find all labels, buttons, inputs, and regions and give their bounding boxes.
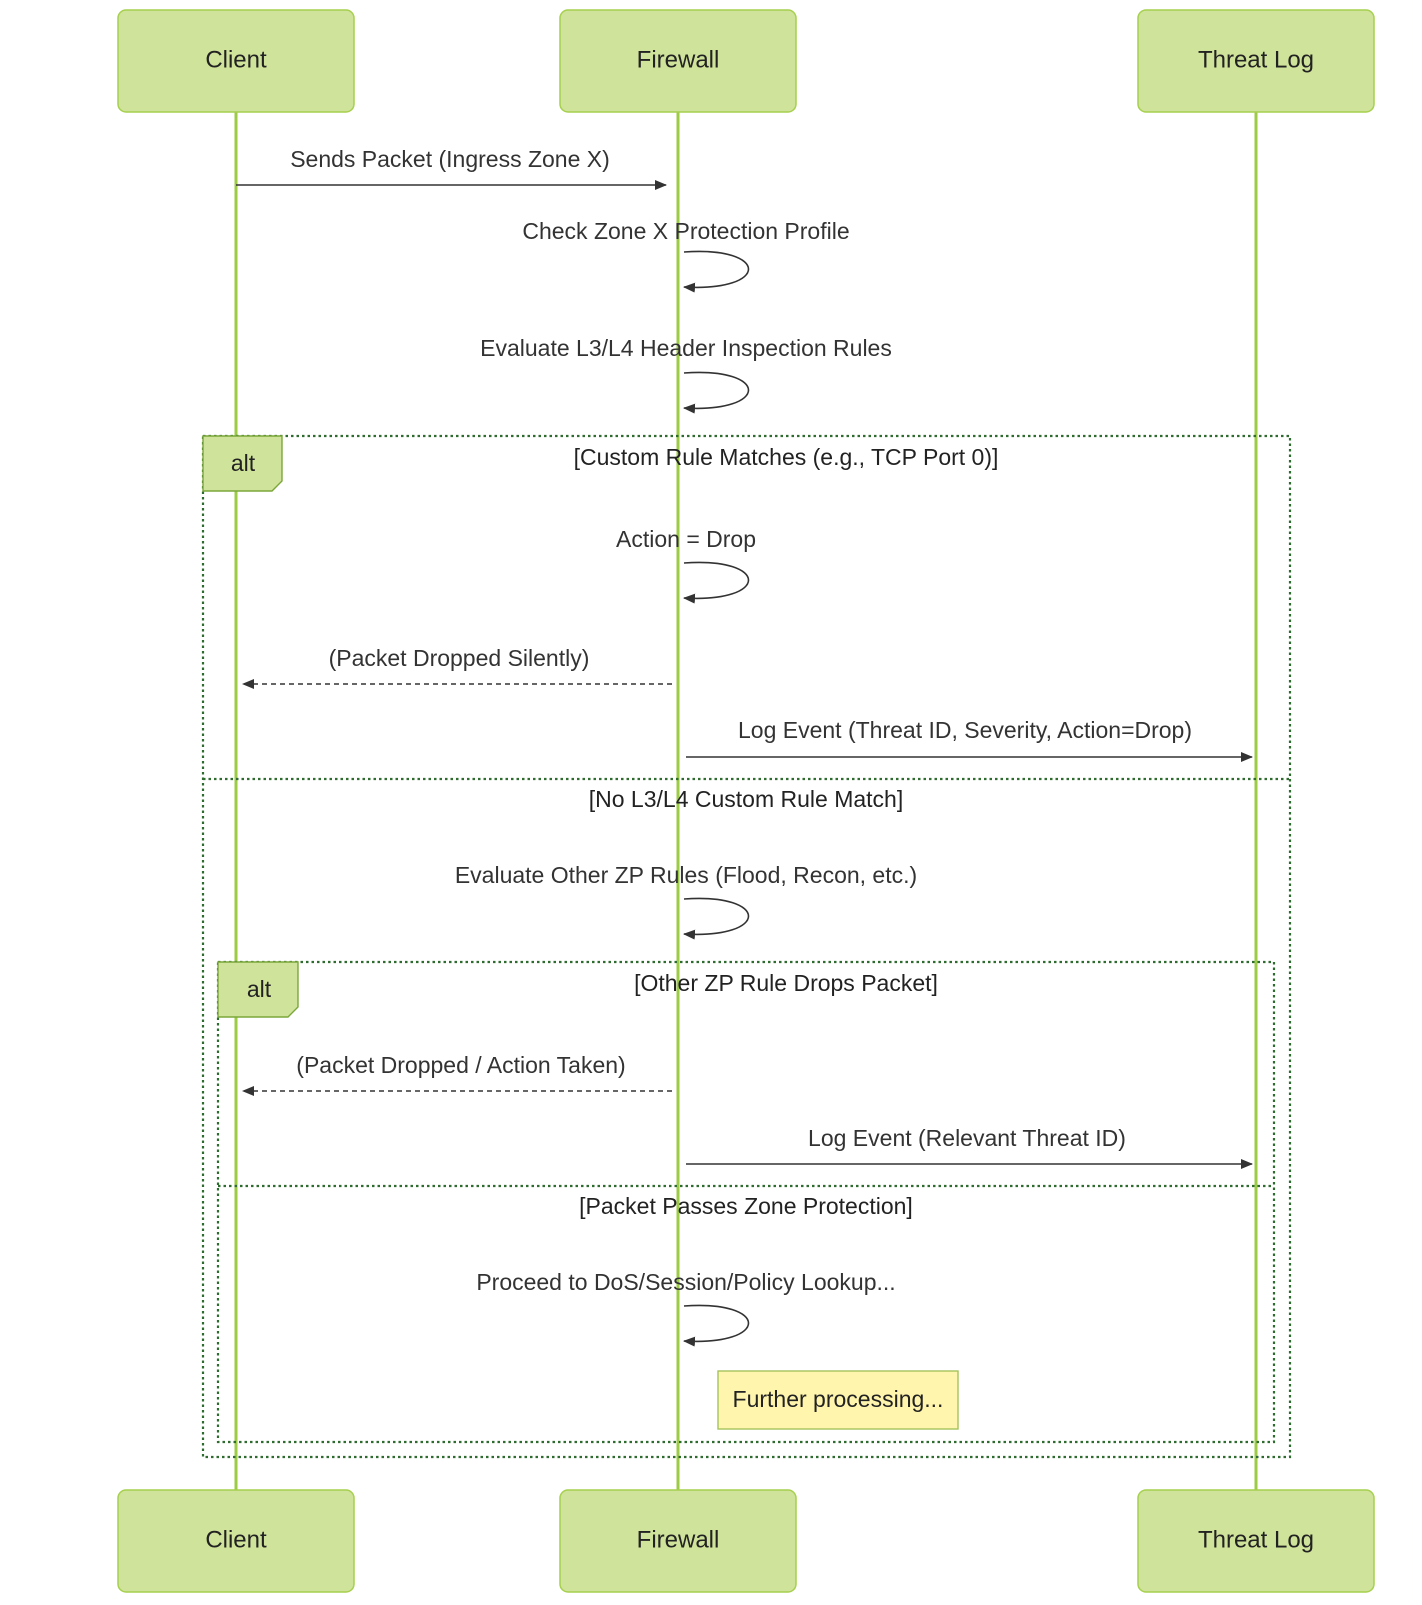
msg-dropped-silently-label: (Packet Dropped Silently)	[329, 645, 590, 671]
actor-firewall-top-label: Firewall	[637, 46, 720, 73]
note-label: Further processing...	[733, 1386, 944, 1412]
actor-firewall-bottom-label: Firewall	[637, 1526, 720, 1553]
actor-client-bottom: Client	[117, 1489, 355, 1593]
msg-sends-packet-label: Sends Packet (Ingress Zone X)	[290, 146, 610, 172]
actor-threatlog-bottom-label: Threat Log	[1198, 1526, 1314, 1553]
actor-firewall-bottom: Firewall	[559, 1489, 797, 1593]
actor-client-bottom-label: Client	[205, 1526, 267, 1553]
alt-frame-outer: alt [Custom Rule Matches (e.g., TCP Port…	[201, 434, 1292, 1459]
msg-proceed-label: Proceed to DoS/Session/Policy Lookup...	[476, 1269, 895, 1295]
msg-dropped-action-label: (Packet Dropped / Action Taken)	[296, 1052, 625, 1078]
msg-evaluate-l3l4-loop	[683, 371, 750, 414]
msg-evaluate-l3l4-label: Evaluate L3/L4 Header Inspection Rules	[480, 335, 892, 361]
msg-log-event-drop-label: Log Event (Threat ID, Severity, Action=D…	[738, 717, 1192, 743]
actor-client-top: Client	[117, 9, 355, 113]
actor-client-top-label: Client	[205, 46, 267, 73]
note: Further processing...	[717, 1370, 959, 1430]
alt-tag-inner-label: alt	[247, 976, 272, 1002]
msg-action-drop-label: Action = Drop	[616, 526, 756, 552]
outer-guard-2: [No L3/L4 Custom Rule Match]	[589, 786, 903, 812]
msg-proceed-loop	[683, 1304, 750, 1347]
msg-check-zone-label: Check Zone X Protection Profile	[522, 218, 849, 244]
inner-guard-1: [Other ZP Rule Drops Packet]	[634, 970, 938, 996]
alt-frame-inner: alt [Other ZP Rule Drops Packet] [Packet…	[216, 960, 1276, 1444]
inner-guard-2: [Packet Passes Zone Protection]	[579, 1193, 913, 1219]
actor-threatlog-top: Threat Log	[1137, 9, 1375, 113]
msg-check-zone-loop	[683, 250, 750, 293]
actor-threatlog-top-label: Threat Log	[1198, 46, 1314, 73]
outer-guard-1: [Custom Rule Matches (e.g., TCP Port 0)]	[574, 444, 999, 470]
msg-evaluate-other-label: Evaluate Other ZP Rules (Flood, Recon, e…	[455, 862, 917, 888]
msg-log-event-relevant-label: Log Event (Relevant Threat ID)	[808, 1125, 1126, 1151]
alt-tag-outer	[202, 435, 283, 492]
alt-tag-outer-label: alt	[231, 450, 256, 476]
alt-tag-inner	[217, 961, 299, 1018]
actor-firewall-top: Firewall	[559, 9, 797, 113]
msg-action-drop-loop	[683, 561, 750, 604]
actor-threatlog-bottom: Threat Log	[1137, 1489, 1375, 1593]
msg-evaluate-other-loop	[683, 897, 750, 940]
